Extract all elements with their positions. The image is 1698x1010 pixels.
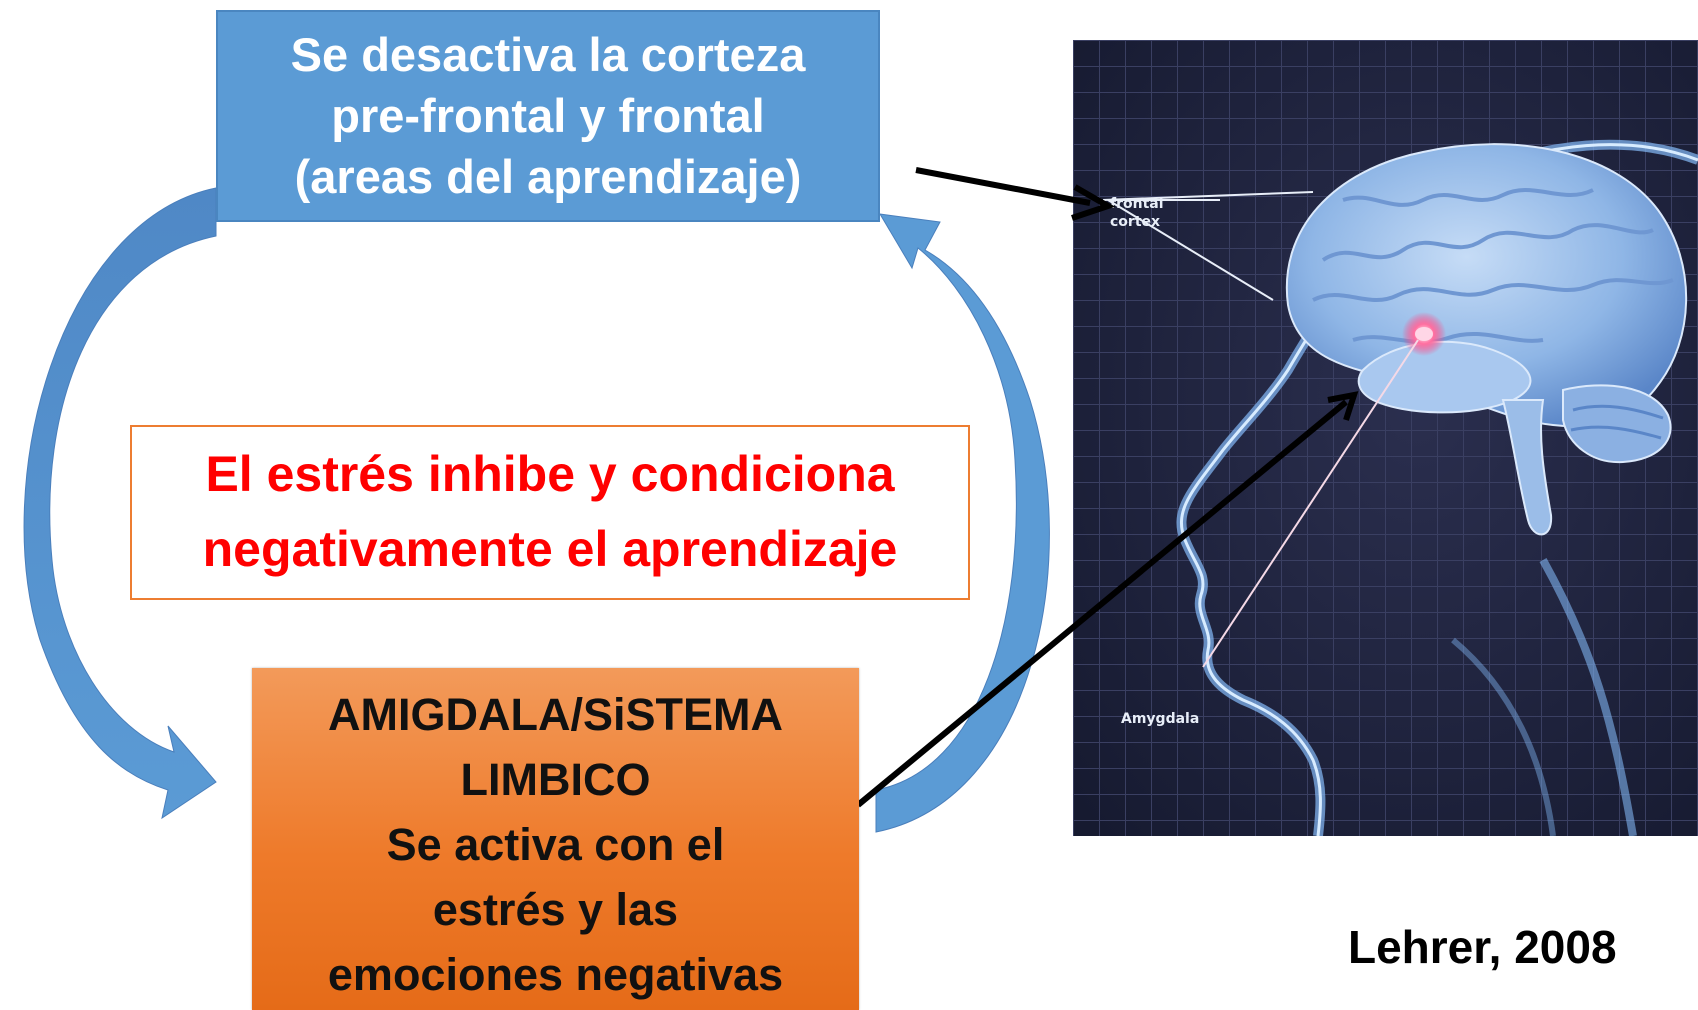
bottom-box-line: Se activa con el (386, 819, 725, 870)
top-box-line: Se desactiva la corteza (290, 28, 806, 81)
frontal-cortex-label: frontal (1110, 196, 1164, 212)
arrow-to-frontal-cortex (915, 167, 1116, 221)
left-cycle-arrow (23, 187, 217, 820)
stress-statement-box: El estrés inhibe y condiciona negativame… (130, 425, 970, 600)
middle-box-line: negativamente el aprendizaje (202, 521, 898, 577)
amygdala-limbic-box: AMIGDALA/SiSTEMA LIMBICO Se activa con e… (252, 668, 859, 1010)
right-cycle-arrow (875, 213, 1050, 833)
citation: Lehrer, 2008 (1348, 921, 1617, 973)
bottom-box-line: LIMBICO (460, 754, 651, 805)
top-box-line: (areas del aprendizaje) (294, 150, 802, 203)
brain-illustration: frontal cortex Amygdala (1073, 40, 1698, 836)
arrow-to-amygdala (856, 391, 1359, 808)
bottom-box-line: estrés y las (432, 884, 679, 935)
prefrontal-cortex-box: Se desactiva la corteza pre-frontal y fr… (216, 10, 880, 222)
frontal-cortex-label-2: cortex (1110, 214, 1160, 230)
brain-shape (1285, 143, 1688, 536)
bottom-box-line: emociones negativas (327, 949, 784, 1000)
middle-box-line: El estrés inhibe y condiciona (205, 446, 895, 502)
bottom-box-line: AMIGDALA/SiSTEMA (328, 689, 783, 740)
amygdala-label: Amygdala (1121, 711, 1199, 727)
top-box-line: pre-frontal y frontal (331, 89, 765, 142)
